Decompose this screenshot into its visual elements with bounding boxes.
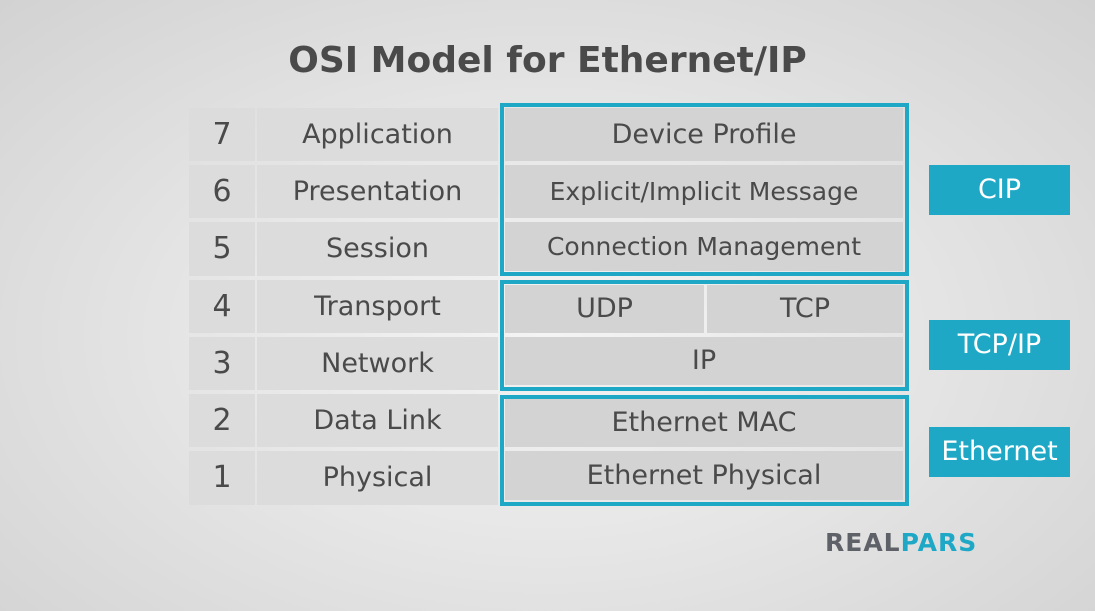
ethernet-tag: Ethernet bbox=[929, 427, 1070, 477]
layer-name-physical: Physical bbox=[257, 451, 498, 505]
ethernet-physical-cell: Ethernet Physical bbox=[505, 451, 903, 500]
layer-number-1: 1 bbox=[189, 451, 255, 505]
layer-number-2: 2 bbox=[189, 394, 255, 447]
logo-pars-text: PARS bbox=[900, 528, 978, 557]
layer-number-6: 6 bbox=[189, 165, 255, 218]
tcp-cell: TCP bbox=[707, 285, 903, 333]
layer-number-3: 3 bbox=[189, 337, 255, 390]
cip-explicit-implicit-message: Explicit/Implicit Message bbox=[505, 165, 903, 218]
cip-tag: CIP bbox=[929, 165, 1070, 215]
page-title: OSI Model for Ethernet/IP bbox=[288, 40, 807, 81]
cip-connection-management: Connection Management bbox=[505, 222, 903, 271]
layer-name-transport: Transport bbox=[257, 280, 498, 333]
layer-name-session: Session bbox=[257, 222, 498, 276]
layer-number-5: 5 bbox=[189, 222, 255, 276]
cip-device-profile: Device Profile bbox=[505, 108, 903, 161]
layer-name-application: Application bbox=[257, 108, 498, 161]
layer-number-7: 7 bbox=[189, 108, 255, 161]
logo-real-text: REAL bbox=[825, 528, 901, 557]
ip-cell: IP bbox=[505, 337, 903, 385]
udp-cell: UDP bbox=[505, 285, 704, 333]
layer-name-network: Network bbox=[257, 337, 498, 390]
layer-name-presentation: Presentation bbox=[257, 165, 498, 218]
layer-number-4: 4 bbox=[189, 280, 255, 333]
tcpip-tag: TCP/IP bbox=[929, 320, 1070, 370]
layer-name-data-link: Data Link bbox=[257, 394, 498, 447]
ethernet-mac-cell: Ethernet MAC bbox=[505, 399, 903, 447]
realpars-logo: REALPARS bbox=[825, 528, 977, 557]
